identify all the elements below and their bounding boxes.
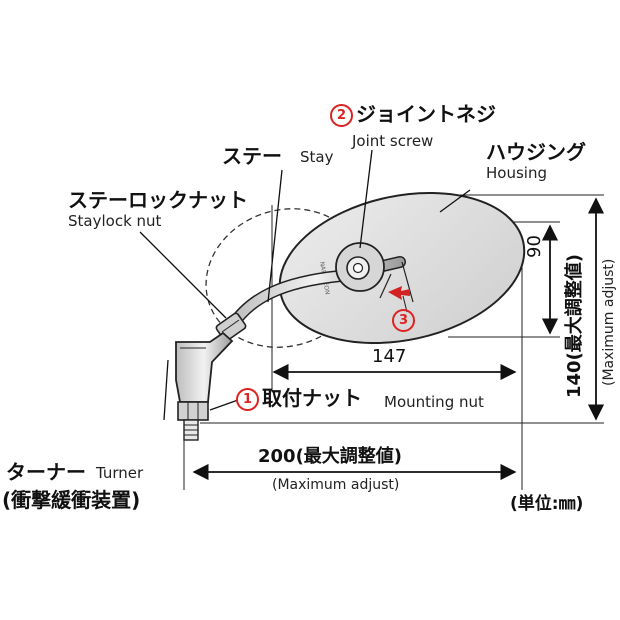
leader-lines [139, 149, 471, 421]
staylock-nut-jp: ステーロックナット [68, 188, 248, 212]
turner-en: Turner [96, 464, 144, 482]
turner-sub-jp: (衝撃緩衝装置) [2, 488, 141, 512]
housing-shape [278, 192, 526, 344]
adjust-marker-number: 3 [392, 309, 415, 332]
adjust-marker: 3 [392, 309, 418, 332]
mounting-nut-en: Mounting nut [384, 393, 484, 411]
stay-jp: ステー [222, 144, 282, 168]
dim-200-sub: (Maximum adjust) [272, 477, 400, 493]
joint-screw-en: Joint screw [352, 132, 434, 150]
mounting-nut-number: 1 [236, 388, 259, 411]
dim-200-label: 200(最大調整値) [258, 446, 403, 467]
dim-90-label: 90 [524, 235, 545, 258]
stay-en: Stay [300, 148, 334, 166]
turner-body [175, 331, 234, 403]
joint-screw-number: 2 [330, 104, 353, 127]
joint-screw-jp: ジョイントネジ [356, 102, 496, 126]
mounting-nut-shape [177, 401, 209, 421]
housing-jp: ハウジング [486, 140, 586, 164]
housing-en: Housing [486, 164, 547, 182]
adjust-indicator [379, 261, 414, 313]
dim-140-sub: (Maximum adjust) [601, 258, 617, 386]
staylock-nut-en: Staylock nut [68, 212, 162, 230]
dim-147-label: 147 [372, 346, 407, 367]
unit-label: (単位:㎜) [510, 494, 584, 514]
mounting-nut-jp: 取付ナット [262, 386, 362, 410]
dim-140-label: 140(最大調整値) [564, 253, 585, 398]
turner-jp: ターナー [6, 460, 86, 484]
